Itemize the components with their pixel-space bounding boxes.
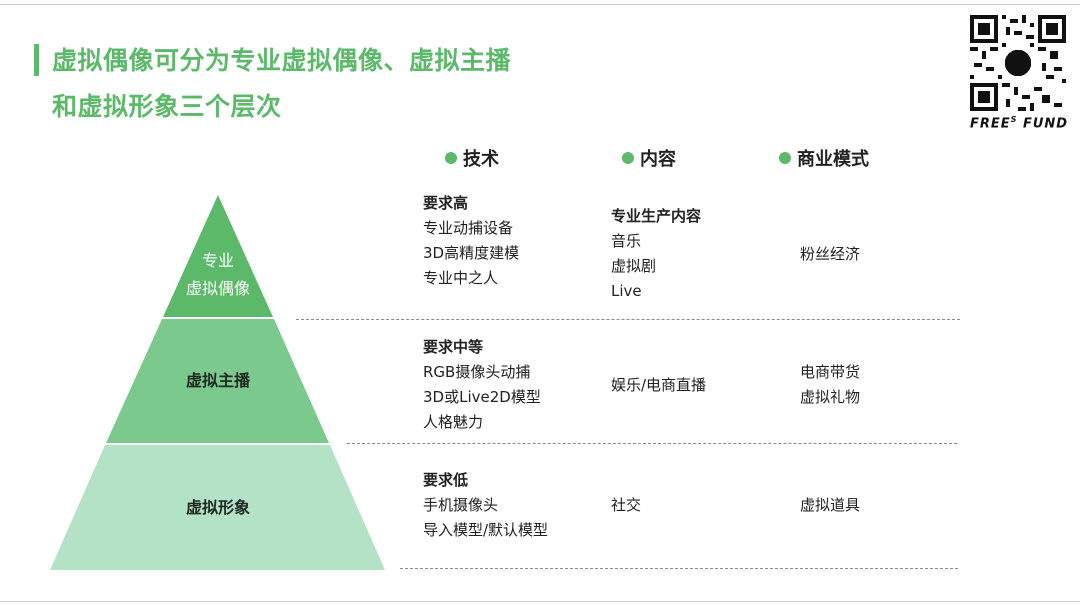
tier-3-business: 虚拟道具: [800, 496, 861, 514]
tier-1-business: 粉丝经济: [800, 245, 861, 263]
column-header-tech: 技术: [445, 145, 499, 171]
pyramid-tier-3: [50, 445, 385, 570]
bullet-dot-icon: [622, 152, 634, 164]
tier-2-label: 虚拟主播: [185, 371, 250, 390]
qr-code-icon: [970, 15, 1066, 111]
pyramid-tier-1: [163, 195, 273, 317]
bullet-dot-icon: [779, 152, 791, 164]
tier-3-label: 虚拟形象: [185, 498, 250, 517]
row-divider: [400, 568, 958, 569]
pyramid-diagram: [50, 195, 385, 570]
title-accent-bar: [34, 44, 39, 76]
bullet-dot-icon: [445, 152, 457, 164]
tier-2-tech: 要求中等 RGB摄像头动捕 3D或Live2D模型 人格魅力: [423, 338, 541, 431]
bottom-border: [0, 601, 1080, 602]
tier-2-business: 电商带货 虚拟礼物: [800, 363, 861, 406]
title-line-1: 虚拟偶像可分为专业虚拟偶像、虚拟主播: [52, 46, 512, 75]
tier-3-content: 社交: [611, 496, 642, 514]
title-line-2: 和虚拟形象三个层次: [52, 92, 282, 121]
tier-1-label: 专业 虚拟偶像: [185, 251, 250, 298]
tier-1-tech: 要求高 专业动捕设备 3D高精度建模 专业中之人: [423, 194, 520, 287]
tier-2-content: 娱乐/电商直播: [611, 376, 707, 394]
row-divider: [296, 319, 960, 320]
brand-logo: FREES FUND: [970, 115, 1069, 132]
top-border: [0, 4, 1080, 5]
tier-1-content: 专业生产内容 音乐 虚拟剧 Live: [611, 207, 702, 300]
tier-3-tech: 要求低 手机摄像头 导入模型/默认模型: [423, 471, 549, 539]
page-title: 虚拟偶像可分为专业虚拟偶像、虚拟主播 和虚拟形象三个层次: [52, 38, 511, 130]
pyramid-tier-2: [106, 319, 329, 443]
column-header-content: 内容: [622, 145, 676, 171]
row-divider: [347, 443, 957, 444]
column-header-business: 商业模式: [779, 145, 869, 171]
